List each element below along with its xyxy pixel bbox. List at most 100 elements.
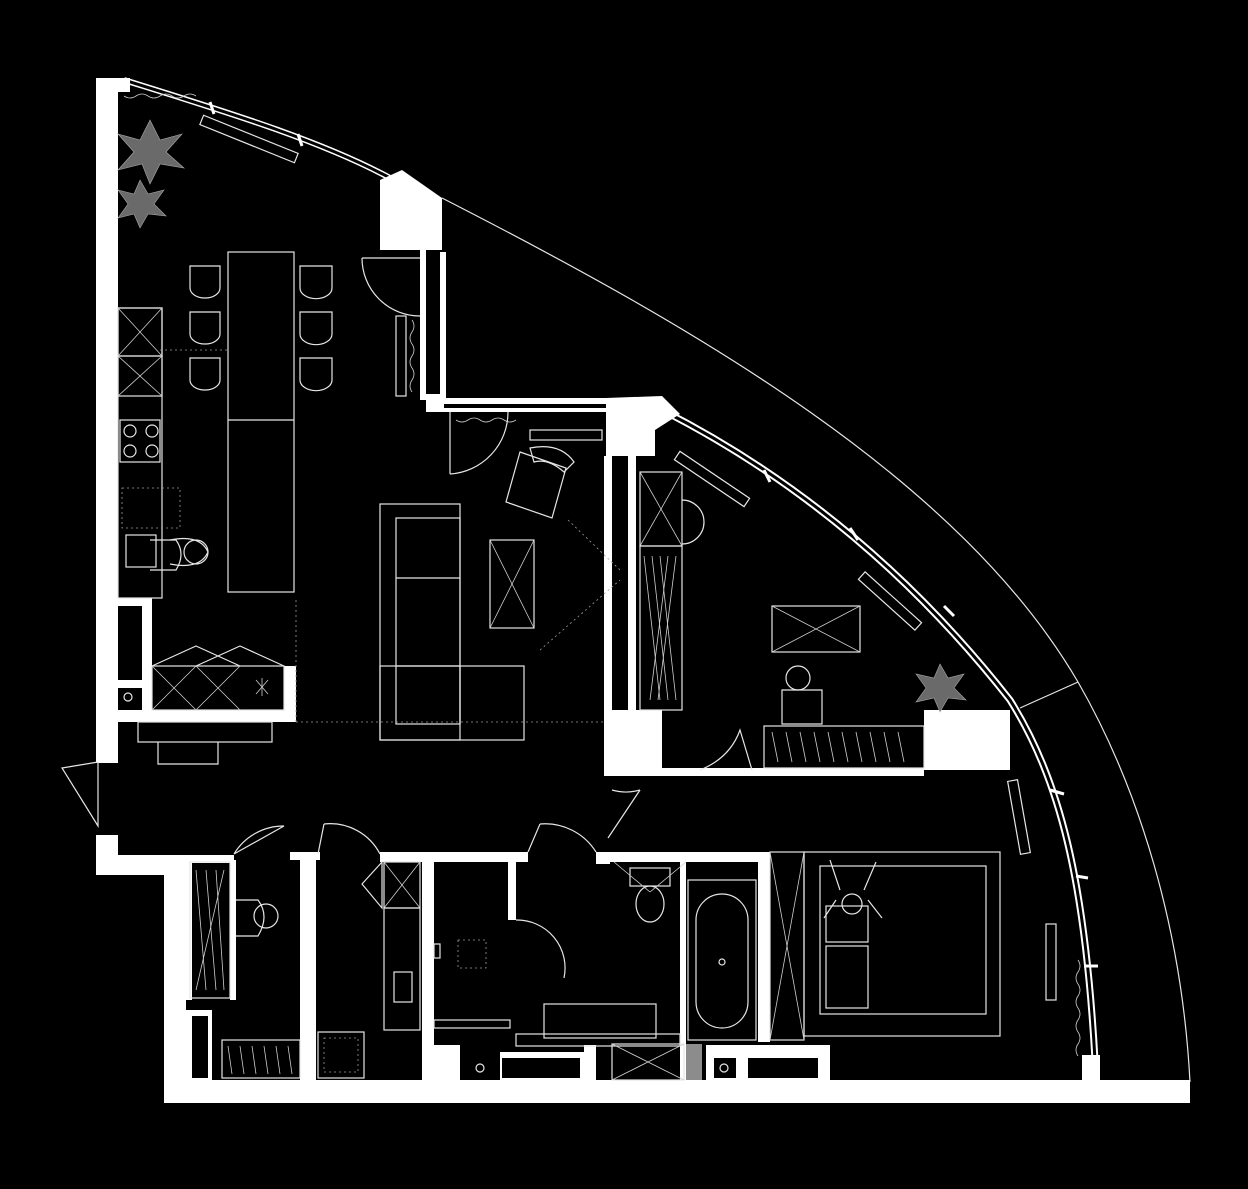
bedroom-wardrobe-part [639,471,683,547]
double-bed-part [825,905,869,943]
radiators-bedroom-part [1045,923,1057,1001]
window-bench-part [763,725,925,769]
window-bench-part-part [883,731,891,763]
person-kitchen-part [150,539,182,571]
plants-part [117,119,185,185]
vanity-part [515,1033,681,1047]
curtains [123,93,1081,1057]
shoe-bench-part [221,1039,301,1079]
curved-facade-glazing-part [208,101,1098,968]
walls-part [434,1045,460,1085]
kitchen-lower-cabinets [137,645,285,765]
walls-part [96,855,186,875]
walls-part [440,252,446,402]
shower-room-part [457,939,487,969]
walls-part [118,680,152,688]
bedroom-wardrobe-part [681,499,705,545]
wall-cutouts-part [120,688,136,706]
walls-part [422,860,434,1082]
kitchen-lower-cabinets-part [195,645,285,667]
socket-markers-part [719,1063,729,1073]
wardrobe-left-part-part [215,869,225,991]
curtains-part [123,93,197,99]
radiators-bedroom-part [1006,778,1032,856]
person-kitchen-part [169,537,209,567]
tv-sightlines [160,349,621,723]
vanity-part [611,1043,685,1081]
bedroom-door-part [699,728,753,771]
window-bench-part-part [785,731,793,763]
wardrobe-left-part [195,869,225,991]
radiators-living [199,114,603,441]
laundry-cabinets-part [383,907,421,1031]
sofa-part [379,665,525,741]
laundry-cabinets-part [317,1031,365,1079]
bedroom-wardrobe-part-part [651,555,669,701]
walls-part [444,398,608,404]
walls-part [164,855,234,863]
bathtub [687,879,757,1041]
walls-part [230,860,236,1000]
curved-facade-glazing-part [123,78,391,180]
shoe-bench [221,1039,301,1079]
vanity [515,1003,702,1081]
dining-chairs [189,265,333,392]
radiators-living-part [529,429,603,441]
wall-cutouts-part [748,1058,818,1078]
double-bed-part [825,945,869,1009]
walls-part [508,860,516,920]
walls-part [604,768,924,776]
doors-living-part [61,761,99,829]
walls-part [628,456,636,714]
coffee-table-part [489,539,535,629]
walls-part [186,860,192,1000]
dining-chairs-part-part [189,311,221,345]
radiators-bedroom-part [857,571,923,631]
walls-part [164,855,186,1103]
kitchen-counter-part [117,355,163,397]
kitchen-lower-cabinets-part [151,665,285,711]
walls-part [420,250,426,400]
kitchen-counter [117,307,181,599]
walls-part [596,852,768,862]
walls-part [142,598,152,710]
terrace-outline-part [1019,681,1079,709]
shower-room [433,919,566,1029]
laundry-cabinets-part [393,971,413,1003]
toilet-part [649,861,687,893]
shoe-bench-part-part [251,1045,257,1075]
master-wardrobe-part [769,851,805,1041]
laundry-cabinets-part [361,860,383,910]
dining-chairs-part-part [299,357,333,392]
kitchen-counter-part [119,419,161,463]
walls-part [118,710,296,722]
toilet-part [629,867,671,887]
person-closet-part [236,899,265,937]
doors-living-part [607,789,641,839]
kitchen-counter-part [123,424,137,438]
coffee-table-part [489,539,535,629]
dining-table [227,251,295,593]
plants-part [915,663,967,713]
kitchen-lower-cabinets-part [195,665,241,711]
laundry-cabinets-part [323,1037,359,1073]
walls-part [284,666,296,722]
wall-cutouts-part [714,1058,736,1078]
radiators-bedroom-part [673,450,751,508]
dining-table-part [227,251,295,593]
dining-chairs-part-part [189,265,221,299]
window-bench-part-part [799,731,807,763]
curved-facade-glazing-part-part [848,527,860,541]
socket-markers-part [123,692,133,702]
wardrobe-left-part-part [195,869,225,991]
walls-part [1082,1055,1100,1085]
bathtub-part [695,893,749,1029]
kitchen-lower-cabinets-part [137,721,273,743]
shoe-bench-part-part [239,1045,245,1075]
person-bed [823,859,883,919]
person-desk-part [785,665,811,691]
socket-markers-part [475,1063,485,1073]
window-bench-part-part [813,731,821,763]
person-desk-part [781,689,823,725]
dining-chairs-part-part [189,357,221,391]
